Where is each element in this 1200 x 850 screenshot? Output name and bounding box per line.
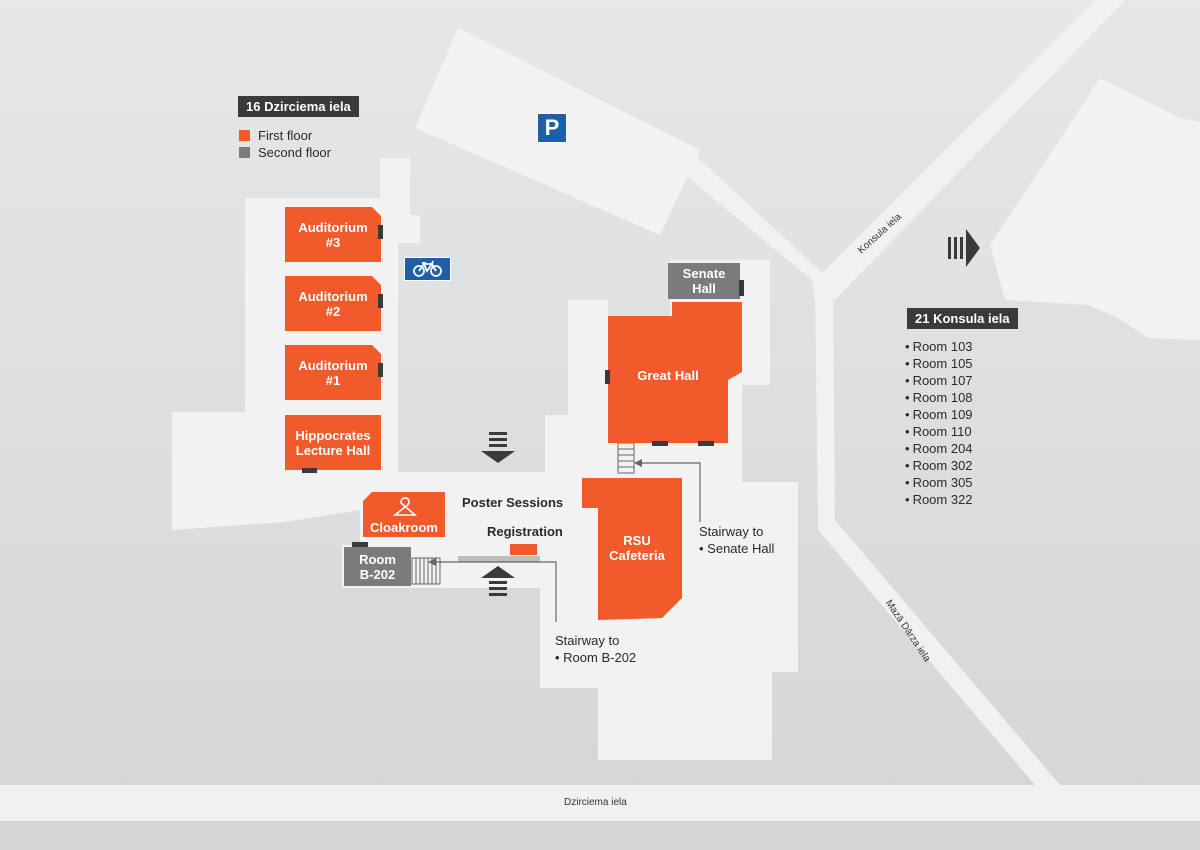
coat-hanger-icon [392, 497, 418, 516]
parking-icon[interactable]: P [537, 113, 567, 143]
room-auditorium-3[interactable]: Auditorium #3 [298, 219, 368, 250]
address-tag-dzirciema: 16 Dzirciema iela [238, 96, 359, 117]
list-item: Room 204 [905, 440, 973, 457]
registration-desk-base [458, 556, 540, 562]
list-item: Room 109 [905, 406, 973, 423]
hippocrates-shape [285, 415, 381, 470]
door-great-hall-west [605, 370, 610, 384]
label-stairway-senate-target: • Senate Hall [699, 541, 775, 556]
label-registration: Registration [487, 524, 563, 539]
room-hippocrates-lecture-hall[interactable]: Hippocrates Lecture Hall [295, 427, 371, 458]
legend-swatch-second-floor [239, 147, 250, 158]
list-item: Room 305 [905, 474, 973, 491]
room-great-hall[interactable]: Great Hall [637, 367, 699, 383]
arrow-head-b202 [428, 558, 436, 566]
street-label-dzirciema: Dzirciema iela [564, 797, 627, 808]
entrance-arrow-right-icon [948, 229, 980, 267]
room-cloakroom[interactable]: Cloakroom [370, 519, 438, 535]
legend-label-second-floor: Second floor [258, 145, 331, 160]
door-room-b202 [352, 542, 368, 547]
label-stairway-senate: Stairway to • Senate Hall [699, 523, 774, 557]
entrance-arrow-up-icon [481, 566, 515, 596]
legend-label-first-floor: First floor [258, 128, 313, 143]
door-great-hall-south-1 [652, 441, 668, 446]
legend-second-floor: Second floor [239, 145, 331, 160]
door-hippocrates [302, 468, 317, 473]
dzirciema-street [0, 785, 1200, 821]
label-stairway-b202-title: Stairway to [555, 633, 620, 648]
konsula-street [815, 0, 1125, 300]
door-auditorium-1 [378, 363, 383, 377]
address-tag-konsula: 21 Konsula iela [907, 308, 1018, 329]
label-poster-sessions: Poster Sessions [462, 495, 564, 510]
legend-swatch-first-floor [239, 130, 250, 141]
label-stairway-b202-target-text: Room B-202 [563, 650, 637, 665]
list-item: Room 302 [905, 457, 973, 474]
room-rsu-cafeteria[interactable]: RSU Cafeteria [609, 533, 665, 563]
room-auditorium-2[interactable]: Auditorium #2 [298, 288, 368, 319]
room-b-202[interactable]: Room B-202 [344, 547, 411, 586]
arrow-head-senate [634, 459, 642, 467]
registration-desk [510, 544, 537, 555]
list-item: Room 103 [905, 338, 973, 355]
legend-first-floor: First floor [239, 128, 312, 143]
room-auditorium-1[interactable]: Auditorium #1 [298, 357, 368, 388]
bicycle-icon [413, 260, 442, 277]
konsula-building [990, 78, 1200, 340]
auditorium1-shape [285, 345, 381, 400]
auditorium3-shape [285, 207, 381, 262]
parking-access-road [685, 155, 830, 300]
entrance-arrow-down-icon [481, 432, 515, 463]
list-item: Room 322 [905, 491, 973, 508]
label-stairway-b202: Stairway to • Room B-202 [555, 632, 636, 666]
stair-room-b202 [411, 557, 441, 585]
door-auditorium-3 [378, 225, 383, 239]
main-building [172, 158, 798, 760]
label-stairway-senate-target-text: Senate Hall [707, 541, 775, 556]
list-item: Room 108 [905, 389, 973, 406]
list-item: Room 107 [905, 372, 973, 389]
list-item: Room 110 [905, 423, 973, 440]
door-great-hall-south-2 [698, 441, 714, 446]
label-stairway-b202-target: • Room B-202 [555, 650, 637, 665]
great-hall-shape [608, 302, 742, 443]
label-stairway-senate-title: Stairway to [699, 524, 764, 539]
list-item: Room 105 [905, 355, 973, 372]
door-senate-hall [739, 280, 744, 296]
door-auditorium-2 [378, 294, 383, 308]
konsula-room-list: Room 103 Room 105 Room 107 Room 108 Room… [905, 338, 973, 508]
bicycle-parking[interactable] [404, 257, 451, 281]
pointer-lines [432, 462, 701, 622]
cafeteria-shape [582, 478, 682, 620]
room-senate-hall[interactable]: Senate Hall [668, 263, 740, 299]
auditorium2-shape [285, 276, 381, 331]
